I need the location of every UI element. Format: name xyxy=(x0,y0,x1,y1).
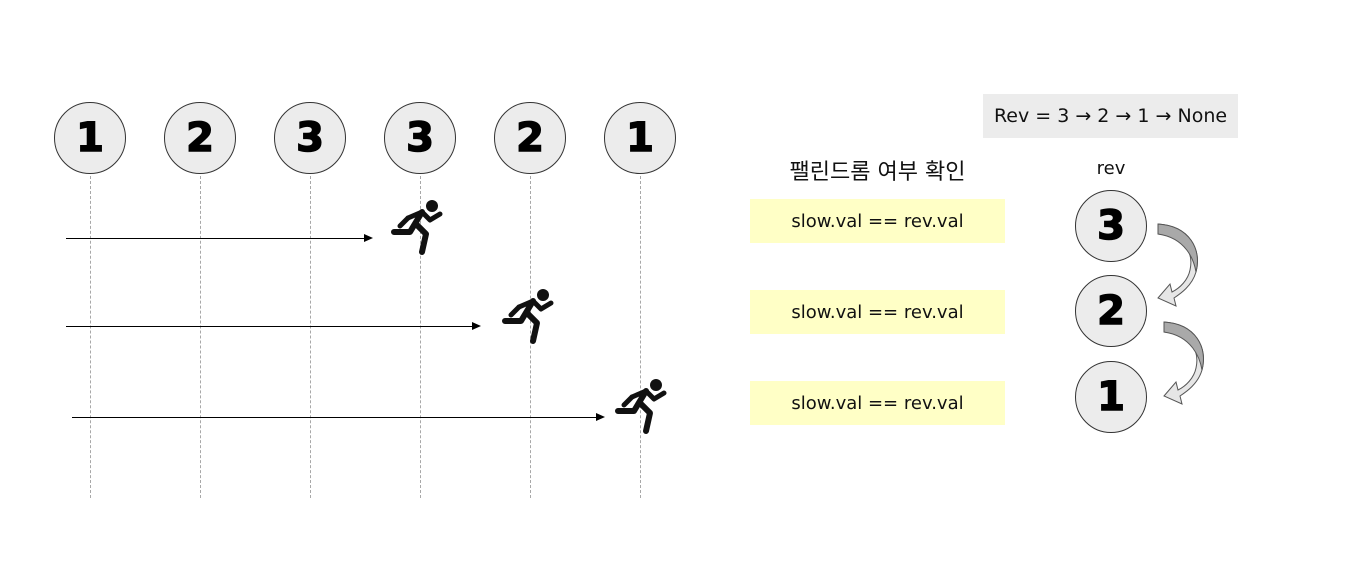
guide-line xyxy=(310,176,311,498)
traversal-arrow xyxy=(72,417,596,418)
traversal-arrow xyxy=(66,326,472,327)
curved-arrow-icon xyxy=(1157,223,1198,307)
rev-node: 1 xyxy=(1075,361,1147,433)
comparison-box: slow.val == rev.val xyxy=(750,290,1005,334)
list-node: 1 xyxy=(604,102,676,174)
runner-icon xyxy=(615,379,667,434)
list-node: 2 xyxy=(164,102,236,174)
arrowhead-icon xyxy=(364,234,373,242)
comparison-box: slow.val == rev.val xyxy=(750,381,1005,425)
comparison-box: slow.val == rev.val xyxy=(750,199,1005,243)
traversal-arrow xyxy=(66,238,364,239)
rev-label: rev xyxy=(1096,158,1126,179)
arrowhead-icon xyxy=(472,322,481,330)
list-node: 3 xyxy=(384,102,456,174)
rev-node: 2 xyxy=(1075,275,1147,347)
list-node: 2 xyxy=(494,102,566,174)
guide-line xyxy=(420,176,421,498)
list-node: 3 xyxy=(274,102,346,174)
curved-arrow-icon xyxy=(1163,321,1204,405)
guide-line xyxy=(200,176,201,498)
palindrome-check-title: 팰린드롬 여부 확인 xyxy=(789,160,966,185)
runner-icon xyxy=(391,200,443,255)
runner-icon xyxy=(502,289,554,344)
arrowhead-icon xyxy=(596,413,605,421)
rev-summary-box: Rev = 3 → 2 → 1 → None xyxy=(983,94,1238,138)
guide-line xyxy=(640,176,641,498)
guide-line xyxy=(530,176,531,498)
guide-line xyxy=(90,176,91,498)
list-node: 1 xyxy=(54,102,126,174)
rev-node: 3 xyxy=(1075,190,1147,262)
